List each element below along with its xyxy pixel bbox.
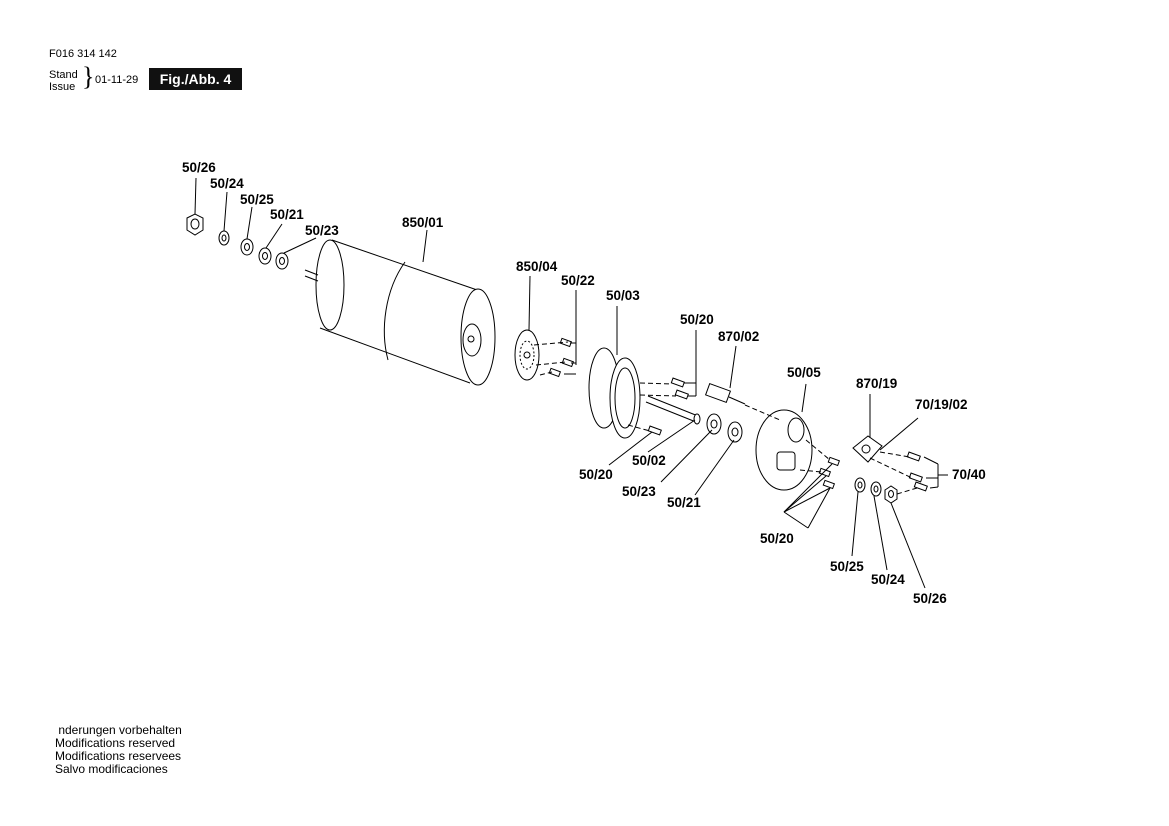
footer-line-de: nderungen vorbehalten: [55, 723, 182, 737]
label-50-23-top: 50/23: [305, 223, 339, 238]
label-50-26-bottom: 50/26: [913, 591, 947, 606]
screw-part: [818, 456, 841, 490]
washer-part: [240, 238, 254, 256]
brace-glyph: }: [82, 62, 95, 91]
footer-line-es: Salvo modificaciones: [55, 762, 168, 776]
leader-lines: [194, 177, 948, 589]
label-50-05: 50/05: [787, 365, 821, 380]
label-50-03: 50/03: [606, 288, 640, 303]
footer-line-en: Modifications reserved: [55, 736, 176, 750]
ring-gear-part: [588, 347, 641, 439]
screw-part: [647, 377, 689, 436]
end-plate-part: [755, 409, 813, 491]
label-50-22: 50/22: [561, 273, 595, 288]
assembly-axis-lines: [533, 341, 918, 495]
label-50-20-bottom: 50/20: [760, 531, 794, 546]
label-70-19-02: 70/19/02: [915, 397, 968, 412]
label-50-20-mid: 50/20: [680, 312, 714, 327]
label-50-25-top: 50/25: [240, 192, 274, 207]
label-870-19: 870/19: [856, 376, 897, 391]
spring-washer-part: [870, 481, 882, 497]
issue-label: Issue: [49, 81, 76, 93]
label-50-24-top: 50/24: [210, 176, 244, 191]
label-50-26-top: 50/26: [182, 160, 216, 175]
washer-part: [275, 252, 289, 270]
label-50-02: 50/02: [632, 453, 666, 468]
screw-part: [906, 451, 928, 492]
label-850-01: 850/01: [402, 215, 444, 230]
washer-part: [258, 247, 272, 265]
hex-nut-part: [884, 485, 898, 504]
label-50-21-bottom: 50/21: [667, 495, 701, 510]
document-number: F016 314 142: [49, 48, 117, 60]
washer-part: [706, 413, 722, 435]
label-70-40: 70/40: [952, 467, 986, 482]
bracket-part: [852, 435, 883, 463]
label-50-20-left: 50/20: [579, 467, 613, 482]
figure-badge: Fig./Abb. 4: [149, 68, 242, 90]
screw-part: [548, 337, 575, 378]
issue-date: 01-11-29: [95, 74, 139, 86]
label-50-21-top: 50/21: [270, 207, 304, 222]
label-50-25-bottom: 50/25: [830, 559, 864, 574]
stand-label: Stand: [49, 69, 78, 81]
gear-disk-part: [514, 329, 540, 381]
pinion-shaft-part: [704, 382, 746, 405]
motor-housing-part: [304, 239, 496, 386]
shaft-part: [645, 395, 701, 425]
washer-part: [854, 477, 866, 493]
spring-washer-part: [218, 230, 230, 246]
label-50-24-bottom: 50/24: [871, 572, 905, 587]
label-850-04: 850/04: [516, 259, 558, 274]
label-50-23-bottom: 50/23: [622, 484, 656, 499]
label-870-02: 870/02: [718, 329, 759, 344]
footer-line-fr: Modifications reservees: [55, 749, 182, 763]
hex-nut-part: [186, 213, 204, 236]
washer-part: [727, 421, 743, 443]
